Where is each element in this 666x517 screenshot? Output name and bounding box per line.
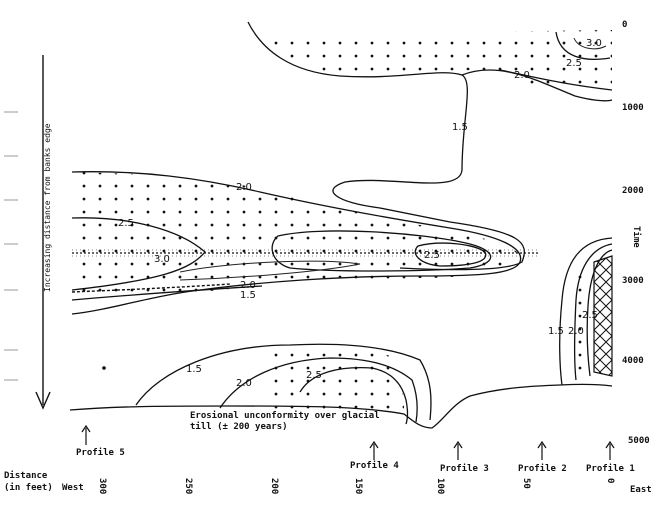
contour-label: 2.5 bbox=[566, 58, 582, 69]
profile-label: Profile 2 bbox=[518, 463, 567, 474]
contour-label: 2.0 bbox=[514, 70, 530, 81]
distance-ticks: 300 250 200 150 100 50 0 bbox=[97, 478, 615, 494]
contour-label: 3.0 bbox=[154, 254, 170, 265]
upper-contour-2.5 bbox=[499, 69, 613, 91]
contour-label: 1.5 bbox=[186, 364, 202, 375]
distance-tick: 100 bbox=[435, 478, 445, 494]
profile-label: Profile 5 bbox=[76, 447, 125, 458]
bottom-contour-2.0 bbox=[219, 357, 418, 423]
time-axis-title: Time bbox=[631, 226, 642, 248]
east-label: East bbox=[630, 485, 652, 495]
contour-label: 2.5 bbox=[582, 310, 598, 321]
bottom-contour-2.5 bbox=[299, 366, 409, 425]
middle-dotted-region bbox=[72, 172, 520, 300]
profile-label: Profile 1 bbox=[586, 463, 635, 474]
middle-contour-inner-a bbox=[271, 230, 492, 272]
right-contour-1.5 bbox=[559, 237, 613, 386]
profile-label: Profile 4 bbox=[350, 460, 399, 471]
distance-unit-label: (in feet) bbox=[4, 482, 53, 493]
distance-tick: 200 bbox=[269, 478, 279, 494]
distance-tick: 50 bbox=[521, 478, 531, 489]
contour-label: 2.0 bbox=[568, 326, 584, 337]
contour-label: 2.0 bbox=[240, 280, 256, 291]
bead-line bbox=[72, 249, 540, 257]
contour-label: 1.5 bbox=[240, 290, 256, 301]
contour-labels: 3.0 2.5 2.0 1.5 2.0 2.5 2.5 2.0 1.5 1.5 … bbox=[118, 38, 602, 389]
distance-tick: 250 bbox=[183, 478, 193, 494]
west-label: West bbox=[62, 483, 84, 493]
annotation-line-2: till (± 200 years) bbox=[190, 421, 288, 432]
left-axis-arrow bbox=[35, 55, 51, 410]
middle-contour-inner-c bbox=[179, 260, 361, 281]
time-tick: 1000 bbox=[622, 103, 644, 113]
ground-surface-line bbox=[69, 383, 613, 429]
contour-label: 1.5 bbox=[548, 326, 564, 337]
left-margin-dashes bbox=[4, 111, 18, 381]
time-axis: 0 1000 2000 3000 4000 5000 Time bbox=[622, 20, 650, 446]
bottom-dotted-region bbox=[262, 344, 404, 410]
contour-label: 2.0 bbox=[236, 182, 252, 193]
time-tick: 0 bbox=[622, 20, 627, 30]
small-mark bbox=[102, 366, 106, 370]
time-tick: 3000 bbox=[622, 276, 644, 286]
contour-label: 2.5 bbox=[424, 250, 440, 261]
time-tick: 4000 bbox=[622, 356, 644, 366]
bottom-contour-1.5 bbox=[135, 343, 432, 421]
contour-label: 2.5 bbox=[118, 218, 134, 229]
contour-label: 1.5 bbox=[452, 122, 468, 133]
distance-tick: 150 bbox=[353, 478, 363, 494]
right-dotted-strip bbox=[578, 262, 594, 378]
annotation-line-1: Erosional unconformity over glacial bbox=[190, 410, 380, 421]
contour-label: 2.5 bbox=[306, 370, 322, 381]
time-tick: 2000 bbox=[622, 186, 644, 196]
distance-tick: 0 bbox=[605, 478, 615, 483]
middle-contour-2.5 bbox=[71, 217, 206, 291]
contour-label: 2.0 bbox=[236, 378, 252, 389]
distance-tick: 300 bbox=[97, 478, 107, 494]
upper-contour-1.5 bbox=[247, 21, 525, 271]
time-tick: 5000 bbox=[628, 436, 650, 446]
upper-small-contour bbox=[573, 37, 607, 50]
profile-label: Profile 3 bbox=[440, 463, 489, 474]
lower-bead-line bbox=[71, 283, 231, 293]
contour-label: 3.0 bbox=[586, 38, 602, 49]
left-axis-label: Increasing distance from banks edge bbox=[43, 123, 52, 292]
middle-contour-lower bbox=[71, 285, 263, 301]
profile-markers bbox=[81, 424, 615, 460]
upper-contour-3.0 bbox=[555, 31, 611, 60]
upper-contour-2.0 bbox=[461, 69, 613, 102]
right-contour-2.0 bbox=[573, 243, 613, 381]
distance-label: Distance bbox=[4, 470, 48, 481]
middle-contour-inner-b bbox=[414, 242, 487, 267]
